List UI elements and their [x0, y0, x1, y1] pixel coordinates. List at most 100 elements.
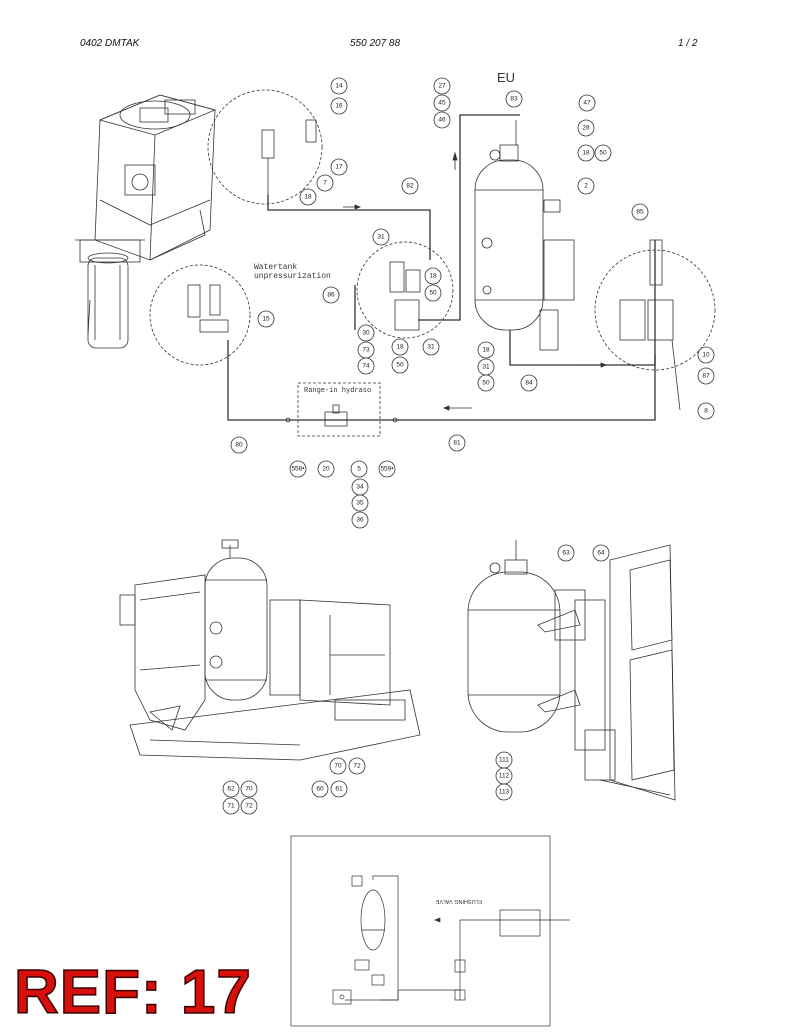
callout-18: 18	[477, 341, 495, 359]
callout-18: 18	[391, 338, 409, 356]
svg-text:50: 50	[599, 150, 607, 157]
svg-text:18: 18	[482, 347, 490, 354]
callout-36: 36	[351, 511, 369, 529]
pipe-83	[418, 114, 520, 321]
svg-text:30: 30	[362, 330, 370, 337]
callout-113: 113	[495, 783, 513, 801]
svg-text:50: 50	[429, 290, 437, 297]
svg-text:28: 28	[582, 125, 590, 132]
svg-text:50: 50	[482, 380, 490, 387]
callout-72: 72	[348, 757, 366, 775]
pipe-84	[509, 240, 656, 366]
filter-cylinder-drawing	[75, 239, 145, 349]
callout-35: 35	[351, 494, 369, 512]
callout-50: 50	[477, 374, 495, 392]
svg-text:86: 86	[327, 292, 335, 299]
callout-70: 70	[240, 780, 258, 798]
ref-label: REF: 17	[13, 958, 252, 1027]
hopper-unit-drawing	[94, 94, 217, 261]
svg-text:18: 18	[582, 150, 590, 157]
callout-20: 20	[317, 460, 335, 478]
svg-text:63: 63	[562, 550, 570, 557]
svg-text:7: 7	[323, 180, 327, 187]
svg-text:17: 17	[335, 164, 343, 171]
svg-text:35: 35	[356, 500, 364, 507]
header-page-number: 1 / 2	[678, 38, 698, 49]
svg-text:74: 74	[362, 363, 370, 370]
svg-text:18: 18	[304, 194, 312, 201]
callout-28: 28	[577, 119, 595, 137]
flushing-valve-label: FLUSHING VALVE	[435, 898, 482, 904]
detail-circle-left	[149, 264, 251, 366]
svg-text:82: 82	[406, 183, 414, 190]
callout-62: 62	[222, 780, 240, 798]
callout-87: 87	[697, 367, 715, 385]
svg-text:112: 112	[499, 773, 510, 780]
callout-50: 50	[391, 356, 409, 374]
svg-text:27: 27	[438, 83, 446, 90]
svg-text:45: 45	[438, 100, 446, 107]
svg-text:559•: 559•	[380, 466, 394, 473]
callout-18: 18	[577, 144, 595, 162]
callout-15: 15	[257, 310, 275, 328]
callout-84: 84	[520, 374, 538, 392]
svg-text:64: 64	[597, 550, 605, 557]
svg-text:20: 20	[322, 466, 330, 473]
callout-2: 2	[577, 177, 595, 195]
svg-text:83: 83	[510, 96, 518, 103]
svg-text:16: 16	[335, 103, 343, 110]
callout-61: 61	[330, 780, 348, 798]
callout-80: 80	[230, 436, 248, 454]
svg-text:8: 8	[704, 408, 708, 415]
callout-45: 45	[433, 94, 451, 112]
svg-text:46: 46	[438, 117, 446, 124]
callout-559: 559•	[378, 460, 396, 478]
callout-47: 47	[578, 94, 596, 112]
hydraulic-schematic	[290, 835, 570, 1027]
detail-circle-top	[207, 89, 323, 205]
callout-63: 63	[557, 544, 575, 562]
callout-50: 50	[424, 284, 442, 302]
callout-5: 5	[350, 460, 368, 478]
callout-8: 8	[697, 402, 715, 420]
callout-82: 82	[401, 177, 419, 195]
svg-text:81: 81	[453, 440, 461, 447]
callout-18: 18	[299, 188, 317, 206]
svg-text:85: 85	[636, 209, 644, 216]
range-box	[297, 382, 381, 437]
svg-text:72: 72	[245, 803, 253, 810]
callout-74: 74	[357, 357, 375, 375]
callout-558: 558•	[289, 460, 307, 478]
header-doc-code: 0402 DMTAK	[80, 38, 140, 49]
callout-85: 85	[631, 203, 649, 221]
svg-text:2: 2	[584, 183, 588, 190]
callout-34: 34	[351, 478, 369, 496]
watertank-note-line1: Watertank	[254, 263, 297, 272]
region-label: EU	[497, 70, 515, 85]
header-part-number: 550 207 88	[350, 38, 401, 49]
callout-83: 83	[505, 90, 523, 108]
callout-50: 50	[594, 144, 612, 162]
svg-text:31: 31	[377, 234, 385, 241]
svg-text:72: 72	[353, 763, 361, 770]
pipe-82	[267, 195, 431, 260]
detail-circle-center	[356, 241, 454, 339]
callout-30: 30	[357, 324, 375, 342]
svg-text:50: 50	[396, 362, 404, 369]
pipe-80-81	[227, 340, 656, 421]
svg-text:71: 71	[227, 803, 235, 810]
callout-31: 31	[422, 338, 440, 356]
callout-10: 10	[697, 346, 715, 364]
callout-73: 73	[357, 341, 375, 359]
callout-70: 70	[329, 757, 347, 775]
pressure-tank-drawing	[474, 120, 575, 351]
callout-31: 31	[477, 358, 495, 376]
svg-text:18: 18	[396, 344, 404, 351]
callout-112: 112	[495, 767, 513, 785]
callout-64: 64	[592, 544, 610, 562]
callout-72: 72	[240, 797, 258, 815]
callout-18: 18	[424, 267, 442, 285]
machine-assembly-left	[119, 539, 421, 761]
